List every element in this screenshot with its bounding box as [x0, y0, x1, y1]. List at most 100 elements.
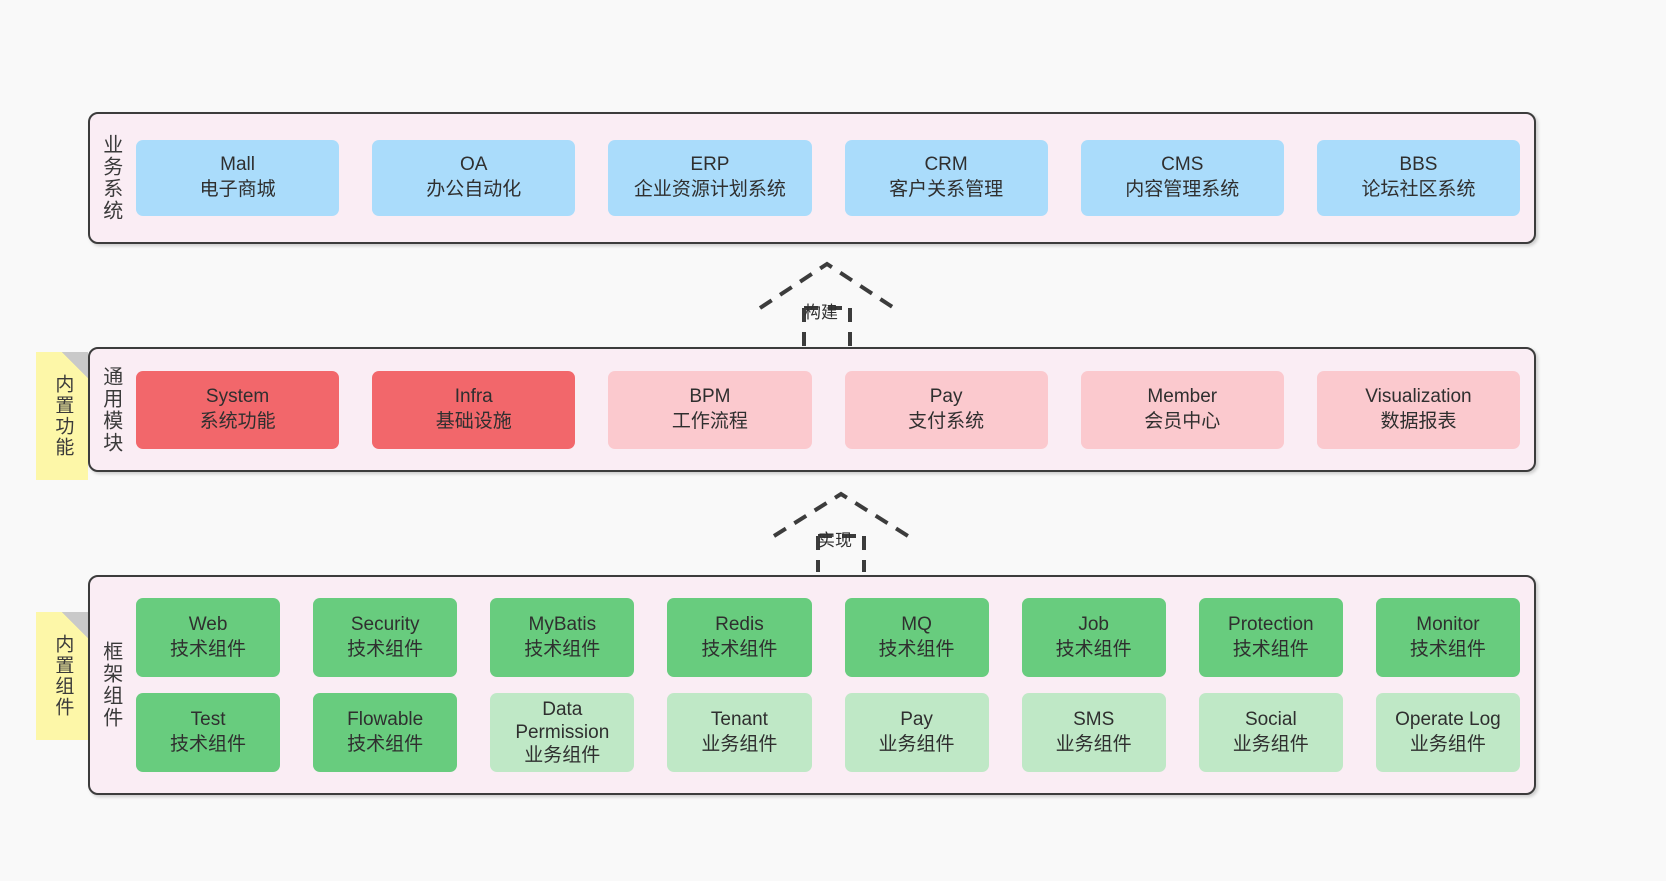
node-label-cn: 技术组件: [524, 638, 601, 660]
node-label-cn: 业务组件: [1409, 733, 1486, 755]
folded-corner-icon: [62, 352, 88, 378]
layer-body-business-system: Mall 电子商城 OA 办公自动化 ERP 企业资源计划系统 CRM 客户关系…: [130, 114, 1534, 242]
node-label-cn: 技术组件: [347, 733, 424, 755]
node-label-en: Visualization: [1365, 385, 1472, 407]
node-label-en: CMS: [1161, 154, 1204, 176]
connector-label-build: 构建: [804, 303, 838, 322]
node-label-cn: 技术组件: [347, 638, 424, 660]
sticky-note-label: 内置功能: [52, 374, 74, 458]
layer-title-common-module: 通用模块: [99, 365, 122, 454]
node-job[interactable]: Job 技术组件: [1021, 598, 1166, 677]
node-visualization[interactable]: Visualization 数据报表: [1316, 370, 1521, 449]
node-label-cn: 业务组件: [878, 733, 955, 755]
node-label-cn: 会员中心: [1144, 410, 1221, 432]
node-label-cn: 内容管理系统: [1125, 179, 1240, 200]
node-pay[interactable]: Pay 支付系统: [844, 370, 1048, 449]
node-label-en: SMS: [1073, 708, 1115, 730]
node-test[interactable]: Test 技术组件: [136, 693, 281, 772]
sticky-note-builtin-function: 内置功能: [36, 352, 88, 480]
node-label-cn: 支付系统: [908, 410, 985, 432]
node-label-cn: 技术组件: [701, 638, 778, 660]
node-label-en: Tenant: [710, 708, 768, 730]
node-member[interactable]: Member 会员中心: [1080, 370, 1284, 449]
node-label-en: MyBatis: [528, 613, 597, 635]
node-sms[interactable]: SMS 业务组件: [1021, 693, 1166, 772]
row-business-systems: Mall 电子商城 OA 办公自动化 ERP 企业资源计划系统 CRM 客户关系…: [136, 140, 1521, 216]
node-label-cn: 电子商城: [199, 179, 276, 200]
node-bpm[interactable]: BPM 工作流程: [608, 370, 812, 449]
node-label-en: MQ: [901, 613, 932, 635]
node-label-cn: 业务组件: [1055, 733, 1132, 755]
node-label-cn: 办公自动化: [426, 179, 522, 200]
sticky-note-label: 内置组件: [52, 634, 74, 718]
node-label-en: Data Permission: [515, 698, 610, 743]
node-label-en: Infra: [454, 385, 493, 407]
node-pay-business[interactable]: Pay 业务组件: [844, 693, 989, 772]
node-operate-log[interactable]: Operate Log 业务组件: [1375, 693, 1520, 772]
node-label-en: Pay: [900, 708, 933, 730]
node-label-cn: 技术组件: [1232, 638, 1309, 660]
node-oa[interactable]: OA 办公自动化: [372, 140, 576, 216]
row-framework-tech: Web 技术组件 Security 技术组件 MyBatis 技术组件 Redi…: [136, 598, 1520, 677]
node-mall[interactable]: Mall 电子商城: [136, 140, 340, 216]
node-flowable[interactable]: Flowable 技术组件: [313, 693, 458, 772]
node-label-cn: 客户关系管理: [889, 179, 1004, 200]
node-label-en: Redis: [715, 613, 764, 635]
node-label-cn: 数据报表: [1380, 410, 1457, 432]
sticky-note-builtin-component: 内置组件: [36, 612, 88, 740]
connector-implement: 实现: [772, 491, 912, 572]
layer-title-framework-component: 框架组件: [99, 641, 122, 729]
node-label-cn: 技术组件: [170, 733, 247, 755]
node-redis[interactable]: Redis 技术组件: [667, 598, 812, 677]
node-label-cn: 业务组件: [701, 733, 778, 755]
node-system[interactable]: System 系统功能: [136, 370, 340, 449]
node-web[interactable]: Web 技术组件: [136, 598, 281, 677]
node-label-cn: 论坛社区系统: [1361, 179, 1476, 200]
arrow-head-open: [758, 261, 896, 310]
node-label-cn: 技术组件: [170, 638, 247, 660]
node-label-en: System: [205, 385, 270, 407]
node-infra[interactable]: Infra 基础设施: [372, 370, 576, 449]
node-mq[interactable]: MQ 技术组件: [844, 598, 989, 677]
node-label-cn: 技术组件: [1055, 638, 1132, 660]
node-label-en: Job: [1078, 613, 1109, 635]
node-label-en: Pay: [929, 385, 963, 407]
layer-body-framework-component: Web 技术组件 Security 技术组件 MyBatis 技术组件 Redi…: [130, 577, 1534, 793]
node-social[interactable]: Social 业务组件: [1198, 693, 1343, 772]
layer-business-system: 业务系统 Mall 电子商城 OA 办公自动化 ERP 企业资源计划系统 CRM…: [88, 112, 1536, 244]
node-label-en: Mall: [220, 154, 255, 176]
node-label-cn: 技术组件: [1409, 638, 1486, 660]
node-label-en: ERP: [690, 154, 730, 176]
node-monitor[interactable]: Monitor 技术组件: [1375, 598, 1520, 677]
node-label-en: Flowable: [347, 708, 424, 730]
node-label-en: Web: [188, 613, 228, 635]
node-label-cn: 基础设施: [435, 410, 512, 432]
row-framework-business: Test 技术组件 Flowable 技术组件 Data Permission …: [136, 693, 1520, 772]
node-mybatis[interactable]: MyBatis 技术组件: [490, 598, 635, 677]
layer-common-module: 通用模块 System 系统功能 Infra 基础设施 BPM 工作流程 Pay…: [88, 347, 1536, 472]
node-bbs[interactable]: BBS 论坛社区系统: [1316, 140, 1521, 216]
node-label-cn: 工作流程: [671, 410, 748, 432]
folded-corner-icon: [62, 612, 88, 638]
node-label-cn: 企业资源计划系统: [633, 179, 786, 200]
node-label-en: Test: [190, 708, 226, 730]
node-data-permission[interactable]: Data Permission 业务组件: [490, 693, 635, 772]
node-label-cn: 业务组件: [1232, 733, 1309, 755]
arrow-head-open: [772, 491, 910, 538]
node-label-en: CRM: [924, 154, 968, 176]
node-tenant[interactable]: Tenant 业务组件: [667, 693, 812, 772]
layer-framework-component: 框架组件 Web 技术组件 Security 技术组件 MyBatis 技术组件…: [88, 575, 1536, 795]
node-crm[interactable]: CRM 客户关系管理: [844, 140, 1048, 216]
connector-build: 构建: [758, 261, 898, 348]
node-label-en: OA: [460, 154, 488, 176]
node-protection[interactable]: Protection 技术组件: [1198, 598, 1343, 677]
node-cms[interactable]: CMS 内容管理系统: [1080, 140, 1284, 216]
node-erp[interactable]: ERP 企业资源计划系统: [608, 140, 812, 216]
node-label-en: Operate Log: [1395, 708, 1501, 730]
node-label-cn: 系统功能: [199, 410, 276, 432]
node-label-en: Security: [350, 613, 420, 635]
layer-body-common-module: System 系统功能 Infra 基础设施 BPM 工作流程 Pay 支付系统…: [130, 349, 1534, 470]
node-security[interactable]: Security 技术组件: [313, 598, 458, 677]
connector-label-implement: 实现: [818, 531, 852, 550]
